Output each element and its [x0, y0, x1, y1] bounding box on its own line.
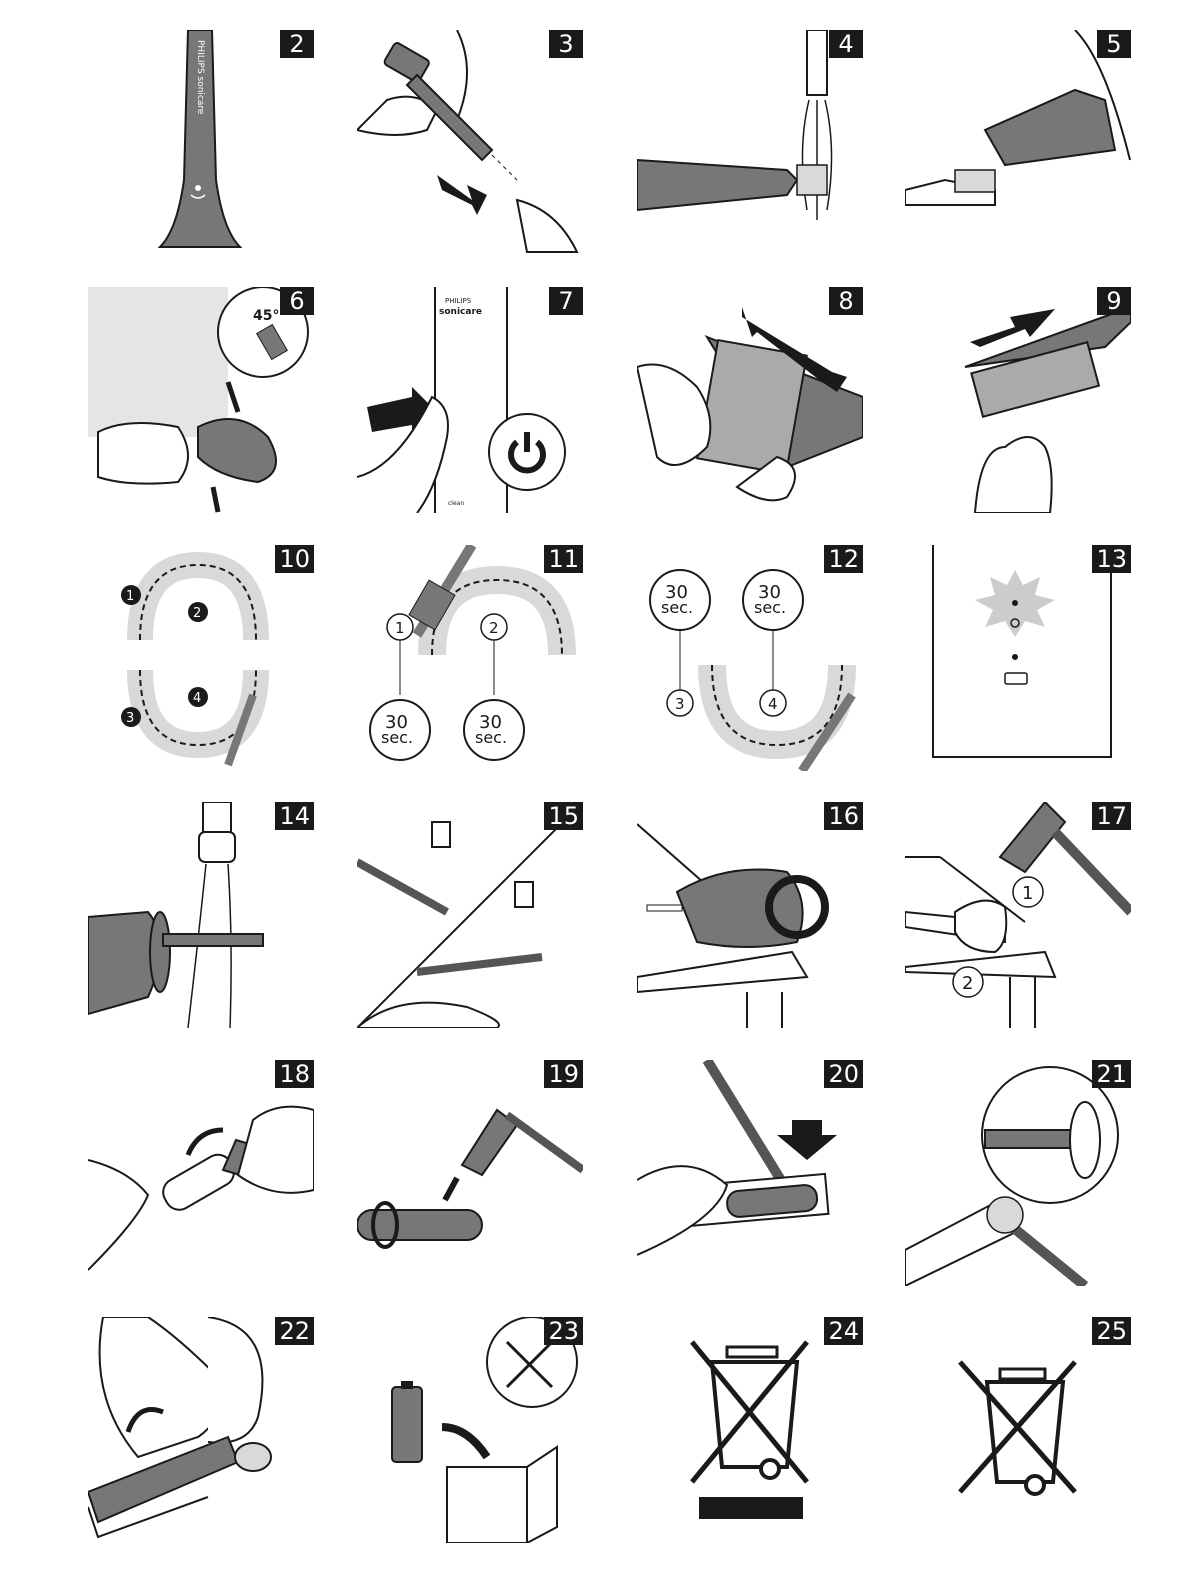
q2-label: 2: [489, 619, 499, 637]
hammer-cloth-icon: 1 2: [905, 802, 1131, 1028]
timer-2-seconds: 30: [479, 712, 502, 733]
apply-toothpaste-icon: [905, 30, 1131, 206]
step-panel-15: 15: [357, 802, 583, 1028]
step-number: 22: [275, 1317, 314, 1345]
step-panel-21: 21: [905, 1060, 1131, 1286]
step17-marker-2: 2: [962, 973, 973, 994]
step-panel-2: PHILIPS sonicare 2: [88, 30, 314, 256]
step-panel-17: 1 2 17: [905, 802, 1131, 1028]
brush-handle-icon: PHILIPS sonicare: [157, 30, 243, 248]
indicator-lights-icon: [932, 545, 1112, 758]
weee-bin-bar-icon: [690, 1340, 809, 1519]
step-panel-14: 14: [88, 802, 314, 1028]
step-number: 24: [824, 1317, 863, 1345]
step-number: 16: [824, 802, 863, 830]
q4-label: 4: [768, 695, 778, 713]
quadrant-diagram-icon: 1 2 3 4: [121, 551, 269, 767]
step-number: 2: [280, 30, 314, 58]
step-number: 5: [1097, 30, 1131, 58]
timer-2-unit: sec.: [475, 728, 507, 747]
rinse-head-icon: [357, 802, 583, 1028]
angle-label: 45°: [253, 308, 279, 324]
step-panel-23: 23: [357, 1317, 583, 1543]
upper-jaw-quadrants-icon: 1 2 30 sec. 30 sec.: [369, 545, 576, 761]
step-number: 14: [275, 802, 314, 830]
brand-philips-text: PHILIPS: [445, 297, 472, 305]
step-panel-19: 19: [357, 1060, 583, 1286]
step-panel-20: 20: [637, 1060, 863, 1286]
step-number: 8: [829, 287, 863, 315]
step-panel-24: 24: [637, 1317, 863, 1543]
step-number: 11: [544, 545, 583, 573]
step-number: 12: [824, 545, 863, 573]
back-forth-brushing-icon: [637, 307, 863, 502]
q3-marker: 3: [126, 711, 134, 726]
power-button-icon: PHILIPS sonicare clean: [357, 287, 566, 513]
step-number: 13: [1092, 545, 1131, 573]
q2-marker: 2: [193, 606, 201, 621]
timer-1-seconds: 30: [385, 712, 408, 733]
step-panel-16: 16: [637, 802, 863, 1028]
step-panel-5: 5: [905, 30, 1131, 256]
hammer-tube-icon: [357, 1108, 583, 1249]
step-number: 20: [824, 1060, 863, 1088]
gumline-brushing-icon: [964, 305, 1131, 513]
step-number: 4: [829, 30, 863, 58]
step-number: 21: [1092, 1060, 1131, 1088]
step-number: 15: [544, 802, 583, 830]
step-number: 3: [549, 30, 583, 58]
step-number: 9: [1097, 287, 1131, 315]
weee-bin-icon: [958, 1360, 1077, 1496]
lever-open-icon: [905, 1066, 1119, 1286]
attach-brush-head-icon: [357, 30, 579, 253]
q3-label: 3: [675, 695, 685, 713]
brand-sonicare-text: sonicare: [439, 307, 482, 317]
step-number: 6: [280, 287, 314, 315]
step-panel-4: 4: [637, 30, 863, 256]
step-number: 25: [1092, 1317, 1131, 1345]
rinse-handle-icon: [88, 802, 264, 1028]
timer-4-unit: sec.: [754, 598, 786, 617]
q4-marker: 4: [193, 691, 201, 706]
step-panel-25: 25: [905, 1317, 1131, 1543]
step-panel-9: 9: [905, 287, 1131, 513]
q1-label: 1: [395, 619, 405, 637]
step-number: 10: [275, 545, 314, 573]
step-number: 18: [275, 1060, 314, 1088]
lift-battery-icon: [88, 1317, 272, 1539]
remove-cap-icon: [88, 1105, 314, 1271]
step-number: 19: [544, 1060, 583, 1088]
step17-marker-1: 1: [1022, 883, 1033, 904]
step-panel-6: 45° 6: [88, 287, 314, 513]
timer-3-unit: sec.: [661, 598, 693, 617]
wrap-in-cloth-icon: [637, 823, 829, 1028]
lower-jaw-quadrants-icon: 30 sec. 3 30 sec. 4: [649, 569, 856, 771]
clean-label: clean: [448, 500, 464, 507]
rinse-bristles-icon: [637, 30, 833, 220]
timer-4-seconds: 30: [758, 582, 781, 603]
timer-1-unit: sec.: [381, 728, 413, 747]
pry-battery-icon: [637, 1060, 837, 1256]
step-panel-12: 30 sec. 3 30 sec. 4 12: [637, 545, 863, 771]
q1-marker: 1: [126, 589, 134, 604]
step-panel-13: 13: [905, 545, 1131, 771]
step-panel-7: PHILIPS sonicare clean 7: [357, 287, 583, 513]
step-panel-10: 1 2 3 4 10: [88, 545, 314, 771]
step-number: 17: [1092, 802, 1131, 830]
step-panel-11: 1 2 30 sec. 30 sec. 11: [357, 545, 583, 771]
brand-vertical-text: PHILIPS sonicare: [195, 40, 205, 115]
step-panel-22: 22: [88, 1317, 314, 1543]
step-panel-18: 18: [88, 1060, 314, 1286]
timer-3-seconds: 30: [665, 582, 688, 603]
step-panel-3: 3: [357, 30, 583, 256]
step-panel-8: 8: [637, 287, 863, 513]
angle-45-icon: 45°: [88, 287, 309, 513]
battery-recycle-icon: [391, 1317, 578, 1543]
step-number: 23: [544, 1317, 583, 1345]
step-number: 7: [549, 287, 583, 315]
